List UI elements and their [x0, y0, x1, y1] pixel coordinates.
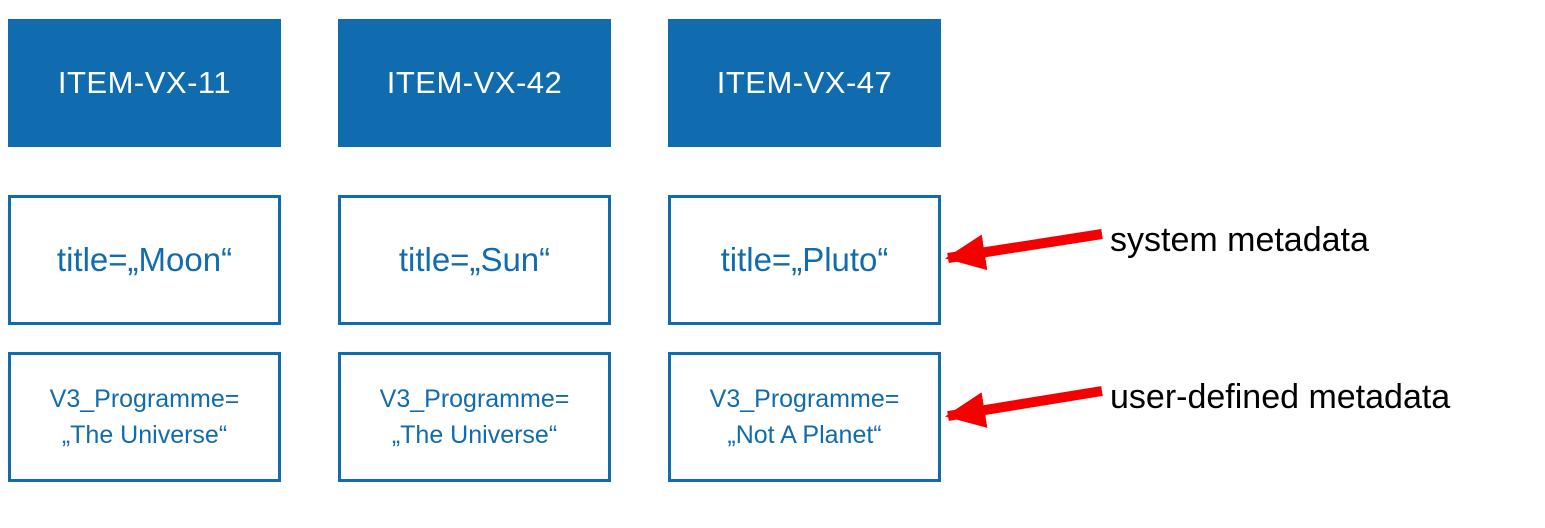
system-metadata-value: title=„Moon“: [56, 241, 233, 278]
system-metadata-box-vx-42: title=„Sun“: [338, 195, 611, 325]
user-metadata-box-vx-42: V3_Programme= „The Universe“: [338, 352, 611, 482]
system-metadata-value: title=„Sun“: [398, 241, 551, 278]
user-defined-metadata-annotation: user-defined metadata: [1110, 378, 1451, 416]
system-metadata-box-vx-47: title=„Pluto“: [668, 195, 941, 325]
item-header-box-vx-47: ITEM-VX-47: [668, 19, 941, 147]
item-header-box-vx-42: ITEM-VX-42: [338, 19, 611, 147]
item-id-label: ITEM-VX-11: [57, 65, 232, 100]
item-id-label: ITEM-VX-47: [716, 65, 893, 100]
user-metadata-value: „The Universe“: [391, 421, 558, 449]
user-metadata-arrow-icon: [945, 386, 1103, 428]
user-metadata-value: „Not A Planet“: [727, 421, 882, 449]
system-metadata-annotation: system metadata: [1110, 221, 1369, 259]
user-metadata-key: V3_Programme=: [49, 385, 240, 413]
user-metadata-value: „The Universe“: [61, 421, 228, 449]
user-metadata-key: V3_Programme=: [379, 385, 570, 413]
system-metadata-box-vx-11: title=„Moon“: [8, 195, 281, 325]
item-id-label: ITEM-VX-42: [386, 65, 563, 100]
user-metadata-key: V3_Programme=: [709, 385, 900, 413]
system-metadata-arrow-icon: [945, 229, 1103, 271]
user-metadata-box-vx-11: V3_Programme= „The Universe“: [8, 352, 281, 482]
item-header-box-vx-11: ITEM-VX-11: [8, 19, 281, 147]
system-metadata-value: title=„Pluto“: [720, 241, 889, 278]
user-metadata-box-vx-47: V3_Programme= „Not A Planet“: [668, 352, 941, 482]
